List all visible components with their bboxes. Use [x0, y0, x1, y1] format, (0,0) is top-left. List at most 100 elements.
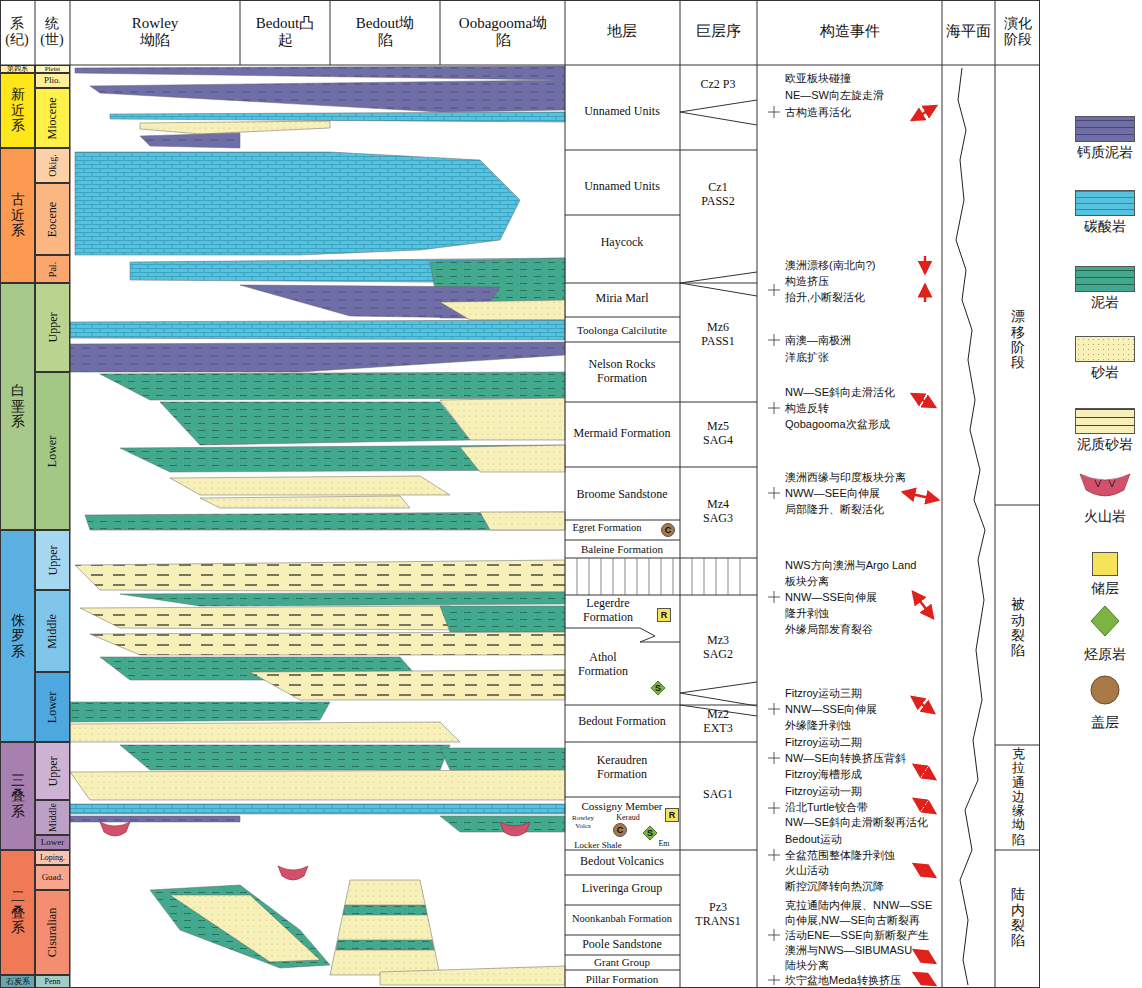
- epoch-cell: Okig.: [35, 148, 70, 183]
- column-header: Rowley坳陷: [125, 15, 185, 50]
- epoch-cell: Pleist: [35, 65, 70, 73]
- cell-text: Miocene: [45, 97, 60, 139]
- tectonic-event: 沿北Turtle铰合带: [785, 801, 868, 814]
- stage-name: 漂移阶段: [1011, 309, 1025, 371]
- cell-text: Upper: [45, 756, 60, 786]
- tectonic-event: NNW—SSE向伸展: [785, 591, 877, 604]
- cell-text: Lower: [45, 435, 60, 466]
- formation-name: Bedout Formation: [568, 715, 676, 729]
- megasequence-name: Cz1 PASS2: [693, 181, 743, 209]
- tectonic-event: 外缘隆升剥蚀: [785, 719, 851, 732]
- tectonic-event: NWS方向澳洲与Argo Land: [785, 559, 916, 572]
- tectonic-event: 克拉通陆内伸展、NNW—SSE: [785, 899, 932, 912]
- legend-text: 储层: [1091, 580, 1119, 596]
- cell-text: Middle: [47, 803, 58, 832]
- cell-text: S: [655, 684, 661, 693]
- cell-text: Upper: [45, 545, 60, 575]
- legend-text: 碳酸岩: [1084, 218, 1126, 234]
- cell-text: 石炭系: [6, 978, 30, 986]
- cell-text: Penn: [45, 978, 61, 986]
- marker-symbol: C: [661, 523, 675, 537]
- formation-name: Em: [657, 839, 671, 848]
- tectonic-event: 坎宁盆地Meda转换挤压: [785, 974, 901, 987]
- tectonic-event: 洋底扩张: [785, 351, 829, 364]
- cell-text: 古近系: [11, 192, 25, 238]
- legend-text: 火山岩: [1084, 508, 1126, 524]
- column-header: Oobagooma坳陷: [453, 15, 553, 50]
- megasequence-name: SAG1: [693, 788, 743, 802]
- cell-text: Cisuralian: [45, 908, 60, 957]
- formation-name: Poole Sandstone: [568, 938, 676, 952]
- tectonic-event: NW—SE向转换挤压背斜: [785, 752, 906, 765]
- marker-symbol: S: [651, 681, 665, 695]
- legend-swatch: [1092, 552, 1118, 576]
- cell-text: Pleist: [45, 66, 61, 73]
- epoch-cell: Penn: [35, 975, 70, 988]
- column-header: 构造事件: [775, 23, 925, 40]
- tectonic-event: Qobagooma次盆形成: [785, 418, 890, 431]
- formation-name: Cossigny Member: [568, 800, 676, 813]
- epoch-cell: Lower: [35, 835, 70, 850]
- tectonic-event: Fitzroy运动二期: [785, 736, 862, 749]
- legend-text: 泥岩: [1091, 294, 1119, 310]
- tectonic-event: NW—SE斜向走滑活化: [785, 386, 895, 399]
- epoch-cell: Eocene: [35, 183, 70, 255]
- tectonic-event: 局部隆升、断裂活化: [785, 503, 884, 516]
- tectonic-event: Fitzroy海槽形成: [785, 768, 862, 781]
- cell-text: Okig.: [47, 154, 58, 177]
- legend-text: 钙质泥岩: [1077, 144, 1133, 160]
- megasequence-name: Mz6 PASS1: [693, 321, 743, 349]
- tectonic-event: 板块分离: [785, 575, 829, 588]
- epoch-cell: Lower: [35, 672, 70, 742]
- megasequence-name: Mz4 SAG3: [693, 498, 743, 526]
- legend-swatch: [1075, 408, 1135, 434]
- tectonic-event: 向伸展,NW—SE向古断裂再: [785, 914, 920, 927]
- tectonic-event: 活动ENE—SSE向新断裂产生: [785, 929, 929, 942]
- column-header: 巨层序: [683, 23, 753, 40]
- tectonic-event: 陆块分离: [785, 959, 829, 972]
- formation-name: Legerdre Formation: [573, 597, 643, 625]
- epoch-cell: Lower: [35, 372, 70, 530]
- cell-text: 侏罗系: [11, 613, 25, 659]
- period-cell: 古近系: [0, 148, 35, 283]
- epoch-cell: Pal.: [35, 255, 70, 283]
- formation-name: Liveringa Group: [568, 882, 676, 896]
- tectonic-event: NE—SW向左旋走滑: [785, 89, 884, 102]
- tectonic-event: 断控沉降转向热沉降: [785, 880, 884, 893]
- marker-symbol: S: [643, 826, 657, 840]
- formation-name: Noonkanbah Formation: [566, 913, 678, 925]
- column-header: 演化阶段: [1002, 16, 1034, 48]
- column-header: Bedout凸起: [255, 15, 315, 50]
- tectonic-event: 火山活动: [785, 864, 829, 877]
- tectonic-event: 全盆范围整体隆升剥蚀: [785, 849, 895, 862]
- cell-text: Upper: [45, 313, 60, 343]
- tectonic-event: 构造挤压: [785, 275, 829, 288]
- tectonic-event: 欧亚板块碰撞: [785, 72, 851, 85]
- tectonic-event: NNW—SSE向伸展: [785, 703, 877, 716]
- tectonic-event: 南澳—南极洲: [785, 334, 851, 347]
- period-cell: 白垩系: [0, 283, 35, 530]
- period-cell: 二叠系: [0, 850, 35, 975]
- formation-name: Grant Group: [568, 956, 676, 969]
- formation-name: Mermaid Formation: [568, 427, 676, 441]
- period-cell: 新近系: [0, 73, 35, 148]
- cell-text: Lower: [41, 838, 65, 847]
- tectonic-event: NW—SE斜向走滑断裂再活化: [785, 816, 928, 829]
- megasequence-name: Mz5 SAG4: [693, 420, 743, 448]
- cell-text: R: [661, 611, 668, 620]
- formation-name: Locker Shale: [571, 840, 625, 850]
- megasequence-name: Pz3 TRANS1: [690, 901, 746, 929]
- formation-name: Pillar Formation: [568, 973, 676, 986]
- formation-name: Haycock: [568, 236, 676, 250]
- legend-swatch: [1075, 336, 1135, 362]
- legend-text: 砂岩: [1091, 364, 1119, 380]
- epoch-cell: Middle: [35, 800, 70, 835]
- formation-name: Unnamed Units: [568, 180, 676, 194]
- legend-text: 盖层: [1091, 714, 1119, 730]
- formation-name: Toolonga Calcilutite: [566, 324, 678, 337]
- epoch-cell: Guad.: [35, 865, 70, 890]
- formation-name: Nelson Rocks Formation: [577, 358, 667, 386]
- epoch-cell: Upper: [35, 742, 70, 800]
- epoch-cell: Upper: [35, 530, 70, 590]
